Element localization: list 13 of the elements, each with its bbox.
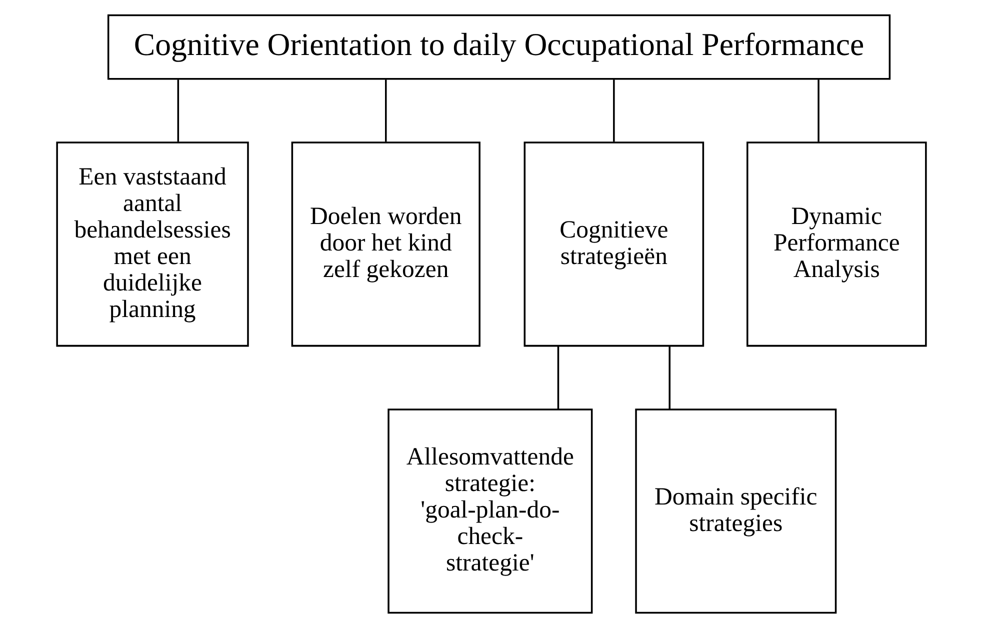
connector	[817, 80, 819, 142]
node-box: Een vaststaand aantal behandelsessies met een duidelijke planning	[56, 142, 248, 347]
connector	[556, 346, 559, 410]
node-box: Dynamic Performance Analysis	[746, 142, 926, 347]
node-box: Allesomvattende strategie: 'goal-plan-do- check- strategie'	[387, 408, 592, 614]
node-box: Domain specific strategies	[634, 408, 836, 614]
connector	[176, 80, 179, 142]
connector	[668, 346, 670, 410]
node-box: Cognitieve strategieën	[523, 142, 704, 347]
connector	[612, 80, 614, 142]
connector	[384, 80, 386, 142]
node-box: Cognitive Orientation to daily Occupational Performance	[106, 14, 890, 80]
node-box: Doelen worden door het kind zelf gekozen	[290, 142, 480, 347]
